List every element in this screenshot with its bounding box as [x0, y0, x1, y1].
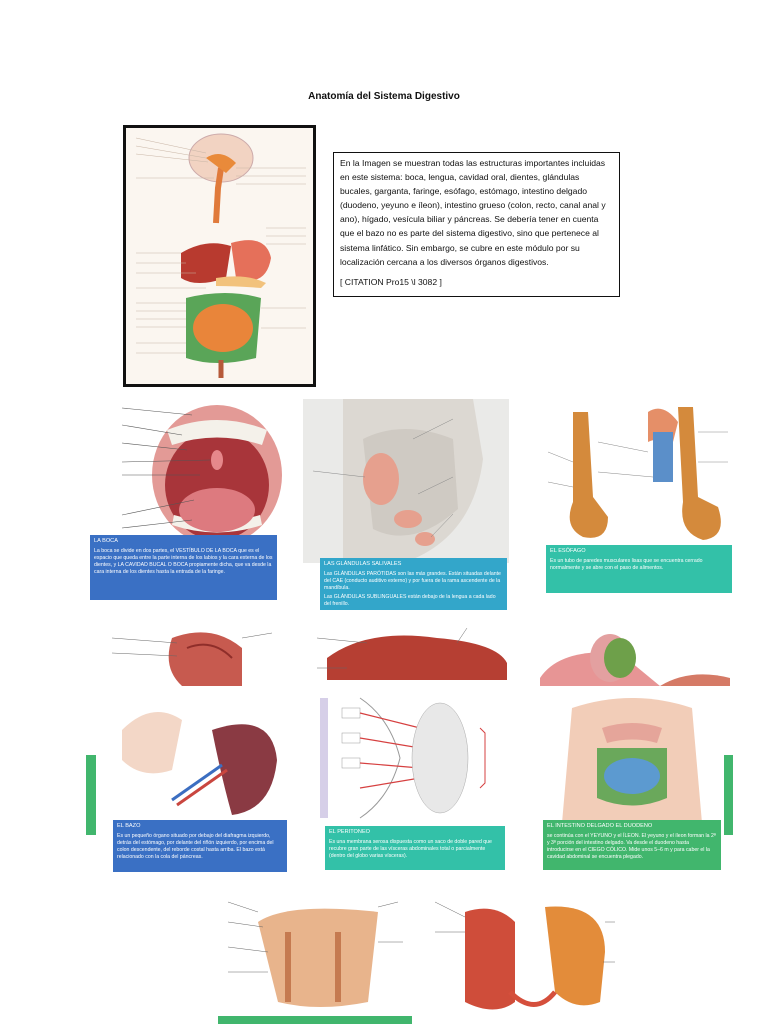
spleen-figure [112, 690, 287, 820]
colon-figure [425, 892, 635, 1024]
card-intestino-body: se continúa con el YEYUNO y el ÍLEON. El… [547, 833, 716, 861]
citation: [ CITATION Pro15 \l 3082 ] [340, 276, 442, 287]
intro-paragraph: En la Imagen se muestran todas las estru… [340, 158, 606, 267]
esophagus-figure [538, 402, 734, 547]
card-esofago-title: EL ESÓFAGO [550, 548, 586, 554]
digestive-system-figure [123, 125, 316, 387]
card-glandulas-body2: Las GLÁNDULAS SUBLINGUALES están debajo … [324, 594, 496, 608]
card-boca: LA BOCA La boca se divide en dos partes,… [90, 535, 277, 600]
card-glandulas-title: LAS GLÁNDULAS SALIVALES [324, 561, 402, 567]
intro-text-box: En la Imagen se muestran todas las estru… [333, 152, 620, 297]
liver-figure [307, 618, 512, 680]
page-title: Anatomía del Sistema Digestivo [308, 91, 460, 102]
card-bazo-body: Es un pequeño órgano situado por debajo … [117, 833, 274, 861]
card-bazo-title: EL BAZO [117, 823, 141, 829]
right-strip [724, 755, 733, 835]
card-boca-body: La boca se divide en dos partes, el VEST… [94, 548, 273, 576]
card-esofago: EL ESÓFAGO Es un tubo de paredes muscula… [546, 545, 732, 593]
large-intestine-figure [218, 892, 412, 1020]
salivary-glands-figure [303, 399, 509, 563]
card-boca-title: LA BOCA [94, 538, 118, 544]
bottom-strip [218, 1016, 412, 1024]
card-peritoneo-body: Es una membrana serosa dispuesta como un… [329, 839, 492, 860]
card-intestino-title: EL INTESTINO DELGADO EL DUODENO [547, 823, 653, 829]
card-peritoneo-title: EL PERITONEO [329, 829, 371, 835]
card-glandulas-body: Las GLÁNDULAS PARÓTIDAS son las más gran… [324, 571, 501, 592]
stomach-figure [92, 618, 278, 686]
card-intestino: EL INTESTINO DELGADO EL DUODENO se conti… [543, 820, 721, 870]
intestine-figure [542, 688, 722, 823]
card-peritoneo: EL PERITONEO Es una membrana serosa disp… [325, 826, 505, 870]
left-strip [86, 755, 96, 835]
peritoneum-figure [320, 688, 508, 826]
card-bazo: EL BAZO Es un pequeño órgano situado por… [113, 820, 287, 872]
gallbladder-figure [540, 618, 730, 686]
card-esofago-body: Es un tubo de paredes musculares lisas q… [550, 558, 703, 572]
card-glandulas: LAS GLÁNDULAS SALIVALES Las GLÁNDULAS PA… [320, 558, 507, 610]
mouth-figure [82, 400, 282, 540]
